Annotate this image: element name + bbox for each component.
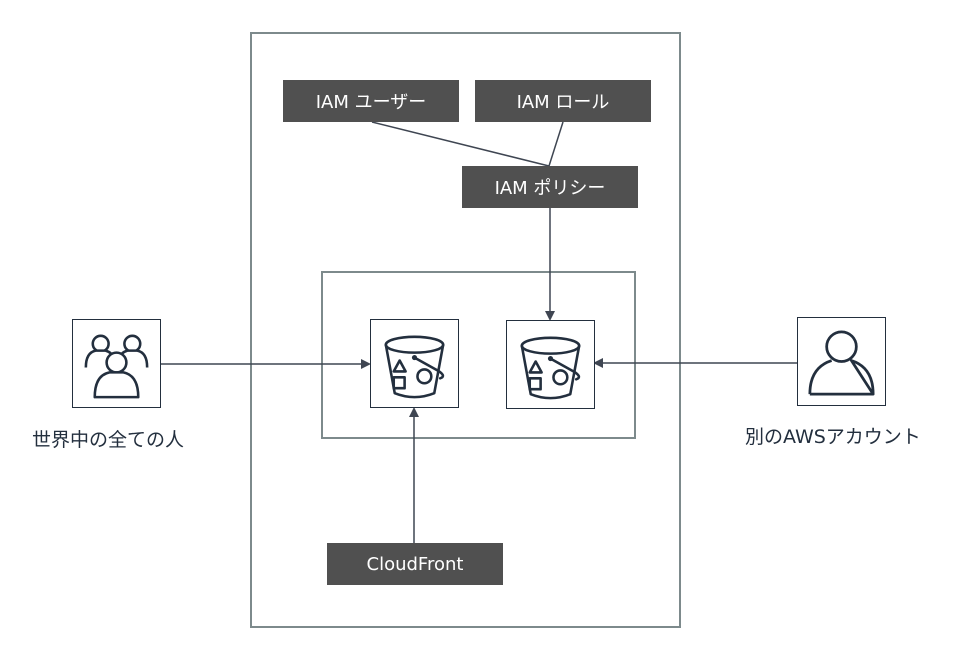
iam-policy-label: IAM ポリシー <box>494 178 606 199</box>
iam-user-box[interactable]: IAM ユーザー <box>283 80 459 122</box>
iam-policy-box[interactable]: IAM ポリシー <box>462 166 638 208</box>
iam-user-label: IAM ユーザー <box>315 92 427 113</box>
line-role-to-policy <box>548 121 564 167</box>
bucket-left[interactable] <box>370 319 459 408</box>
aws-account-frame <box>250 32 681 628</box>
line-user-to-policy <box>371 121 550 167</box>
iam-role-box[interactable]: IAM ロール <box>475 80 651 122</box>
other-account-node[interactable] <box>797 317 886 406</box>
s3-bucket-icon <box>520 336 581 400</box>
everyone-caption: 世界中の全ての人 <box>32 429 185 451</box>
user-icon <box>808 330 875 396</box>
cloudfront-box[interactable]: CloudFront <box>327 543 503 585</box>
iam-role-label: IAM ロール <box>516 92 610 113</box>
bucket-right[interactable] <box>506 320 595 409</box>
cloudfront-label: CloudFront <box>366 553 464 575</box>
other-account-caption: 別のAWSアカウント <box>745 426 921 448</box>
bucket-group-frame <box>321 271 636 439</box>
users-group-icon <box>84 334 149 399</box>
everyone-node[interactable] <box>72 319 161 408</box>
s3-bucket-icon <box>384 335 445 399</box>
